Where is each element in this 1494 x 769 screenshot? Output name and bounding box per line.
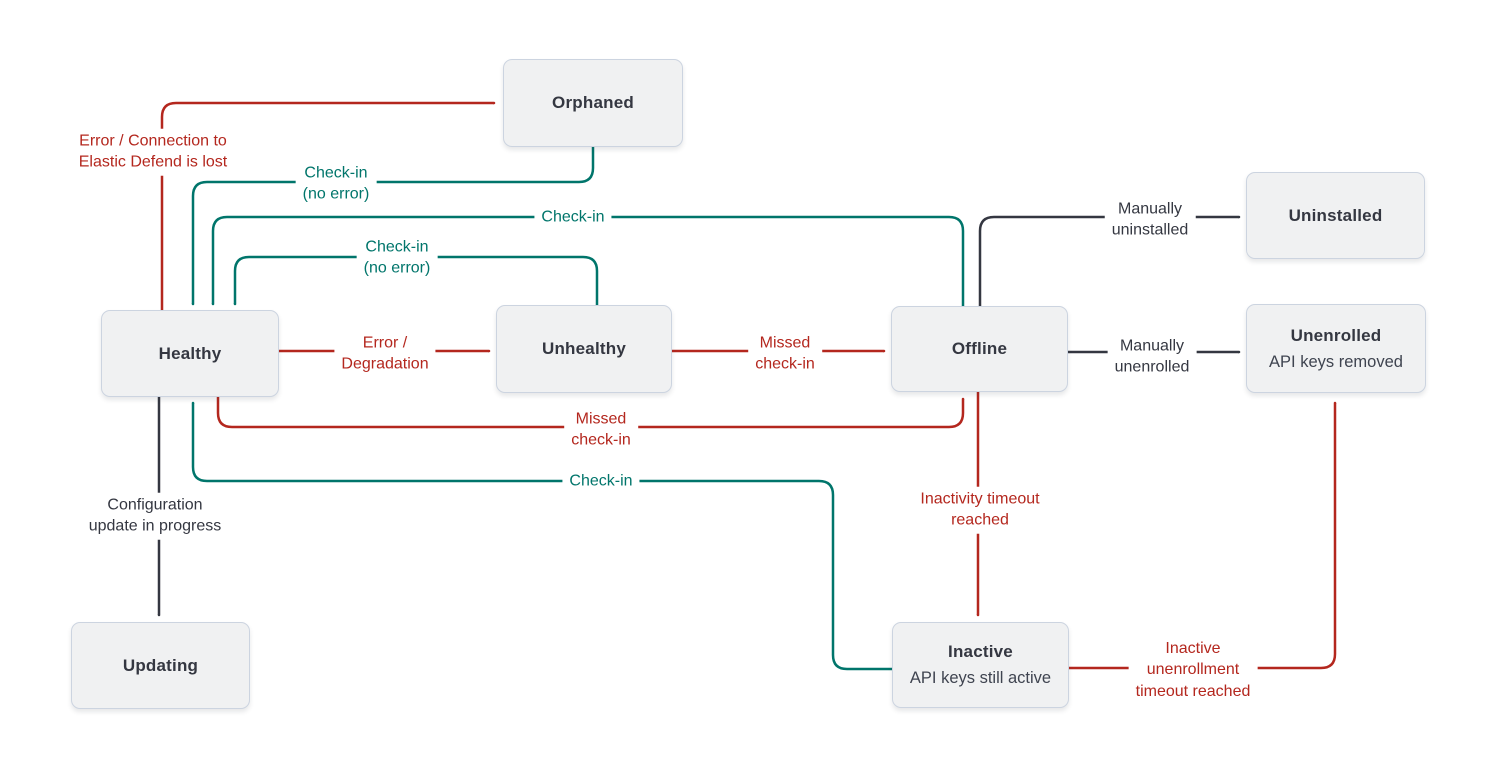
node-orphaned: Orphaned	[503, 59, 683, 147]
node-unhealthy: Unhealthy	[496, 305, 672, 393]
edge-label-inactive-unenrollment-timeout: Inactive unenrollment timeout reached	[1128, 636, 1258, 704]
edge-label-manually-uninstalled: Manually uninstalled	[1104, 196, 1196, 244]
node-healthy-label: Healthy	[158, 343, 222, 363]
node-offline: Offline	[891, 306, 1068, 392]
edge-label-error-degradation: Error / Degradation	[334, 330, 436, 378]
node-inactive: Inactive API keys still active	[892, 622, 1069, 708]
node-updating-label: Updating	[122, 655, 199, 675]
edge-label-missed-checkin-healthy: Missed check-in	[564, 406, 638, 454]
node-uninstalled: Uninstalled	[1246, 172, 1425, 259]
node-orphaned-label: Orphaned	[552, 93, 634, 112]
node-inactive-label: Inactive	[948, 642, 1013, 661]
node-unenrolled-sublabel: API keys removed	[1269, 352, 1403, 371]
edge-label-checkin-inactive: Check-in	[562, 468, 640, 494]
edge-label-error-connection-lost: Error / Connection to Elastic Defend is …	[71, 128, 235, 176]
edge-label-missed-checkin-unhealthy: Missed check-in	[748, 330, 822, 378]
edge-label-manually-unenrolled: Manually unenrolled	[1107, 333, 1197, 381]
node-updating: Updating	[71, 622, 250, 709]
edge-label-checkin-no-error-orphaned: Check-in (no error)	[295, 160, 377, 208]
node-unhealthy-label: Unhealthy	[542, 339, 626, 358]
edge-orphaned-to-healthy	[193, 145, 595, 306]
edge-label-inactivity-timeout: Inactivity timeout reached	[913, 486, 1047, 534]
edge-inactive-to-unenrolled	[1067, 401, 1335, 670]
edge-label-checkin-no-error-unhealthy: Check-in (no error)	[356, 234, 438, 282]
node-inactive-sublabel: API keys still active	[909, 669, 1052, 687]
edge-healthy-to-orphaned	[160, 101, 496, 312]
node-unenrolled-label: Unenrolled	[1290, 325, 1382, 345]
edge-offline-to-healthy	[213, 215, 965, 308]
node-uninstalled-label: Uninstalled	[1288, 205, 1383, 225]
edge-label-configuration-update: Configuration update in progress	[81, 492, 229, 540]
node-unenrolled: Unenrolled API keys removed	[1246, 304, 1426, 393]
edge-inactive-to-healthy	[191, 401, 894, 671]
node-healthy: Healthy	[101, 310, 279, 397]
edge-offline-to-uninstalled	[978, 215, 1241, 308]
edge-label-checkin-offline: Check-in	[534, 204, 612, 230]
node-offline-label: Offline	[951, 339, 1008, 358]
